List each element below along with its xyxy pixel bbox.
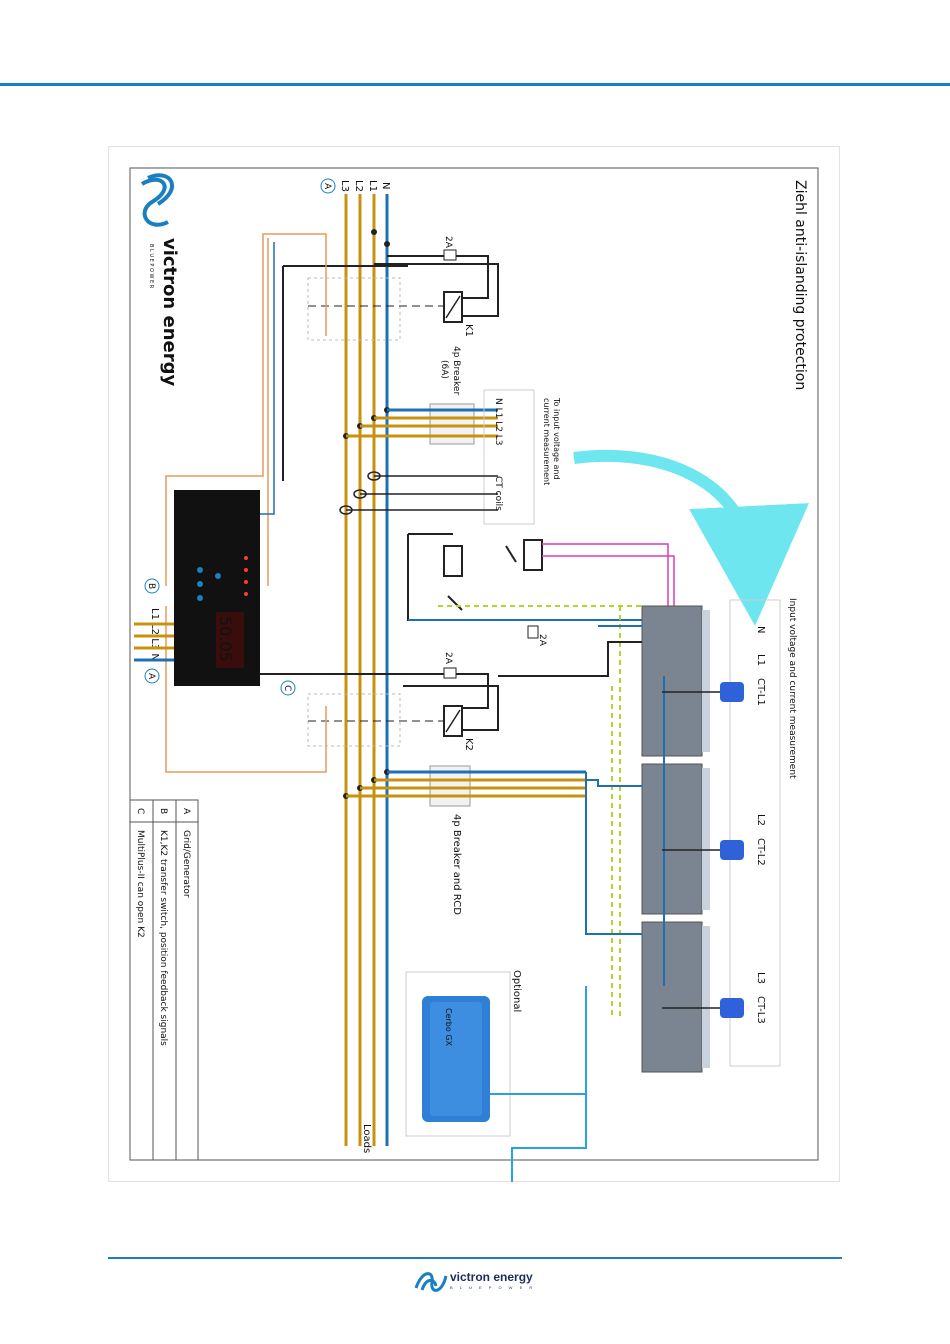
feedback-signals <box>165 233 327 773</box>
optional-label: Optional <box>511 970 522 1012</box>
fuse-k1 <box>443 249 457 261</box>
marker-b-label: B <box>146 583 156 589</box>
ct-l2: CT-L2 <box>755 838 766 866</box>
figure-frame <box>108 146 840 1182</box>
marker-b <box>144 578 160 594</box>
measurement-note-2: current measurement <box>542 398 551 485</box>
multiplus-wiring <box>498 625 665 1182</box>
meas-l1: L1 <box>755 654 766 666</box>
meas-n: N <box>755 626 766 633</box>
legend-text-a: Grid/Generator <box>181 830 191 898</box>
terminal-lines: N L1 L2 L3 <box>493 398 503 446</box>
junctions <box>343 229 390 799</box>
marker-c <box>280 680 296 696</box>
input-measurement-label: Input voltage and current measurement <box>787 598 797 779</box>
multiplus-units <box>641 605 710 1073</box>
footer-logo: victron energy B L U E P O W E R <box>414 1268 544 1298</box>
multiplus-l1 <box>641 605 710 757</box>
ct-clamp-l2 <box>720 840 744 860</box>
control-switches <box>407 533 543 621</box>
relay-display: 50.05 <box>216 616 235 662</box>
drawing-border <box>129 167 819 1161</box>
measurement-note-1: To input voltage and <box>552 397 561 480</box>
legend-key-b: B <box>158 808 168 814</box>
breaker-6a-label-1: 4p Breaker <box>451 346 461 395</box>
k2-label: K2 <box>463 738 474 751</box>
legend-table <box>129 799 199 1161</box>
ct-clamps <box>720 682 744 1018</box>
fuse-k2-label: 2A <box>443 652 453 665</box>
ct-l3: CT-L3 <box>755 996 766 1024</box>
legend-key-c: C <box>135 808 145 814</box>
meas-l3: L3 <box>755 972 766 984</box>
legend-text-b: K1,K2 transfer switch, position feedback… <box>158 830 168 1046</box>
relay-input-wires <box>134 622 174 662</box>
ct-clamp-l3 <box>720 998 744 1018</box>
ziehl-relay: 50.05 UFR1001E <box>174 490 260 686</box>
diagram-title: Ziehl anti-islanding protection <box>792 180 808 390</box>
ct-l1: CT-L1 <box>755 678 766 706</box>
brand-name: victron energy <box>159 238 180 386</box>
brand-tagline: B L U E P O W E R <box>148 244 154 289</box>
ct-coils <box>339 471 498 515</box>
fuse-multiplus <box>527 625 539 639</box>
grid-line-l3: L3 <box>339 180 350 192</box>
measurement-terminal-box <box>483 389 535 525</box>
multiplus-l3 <box>641 921 710 1073</box>
grid-line-n: N <box>380 182 391 189</box>
multiplus-l2 <box>641 763 710 915</box>
fuse-multiplus-label: 2A <box>537 634 547 647</box>
ct-leads <box>662 691 720 1009</box>
victron-logo: victron energy B L U E P O W E R <box>140 173 180 386</box>
marker-a-relay-label: A <box>146 673 156 680</box>
breaker-6a-label-2: (6A) <box>439 360 449 379</box>
loads-label: Loads <box>361 1124 372 1153</box>
device-name: Cerbo GX <box>444 1008 453 1047</box>
breaker-rcd <box>346 765 586 807</box>
k1-label: K1 <box>463 324 474 337</box>
marker-a-top <box>320 178 336 194</box>
grid-line-l1: L1 <box>367 180 378 192</box>
fuse-k1-label: 2A <box>443 236 453 249</box>
k2-supply <box>258 673 499 731</box>
victron-mark-icon <box>414 1272 448 1292</box>
ct-clamp-l1 <box>720 682 744 702</box>
k1-switch-area <box>307 277 401 341</box>
breaker-rcd-label: 4p Breaker and RCD <box>451 814 462 915</box>
k1-supply <box>282 255 499 481</box>
wiring-diagram: Ziehl anti-islanding protection victron … <box>129 167 819 1182</box>
meas-l2: L2 <box>755 814 766 826</box>
fuse-k2 <box>443 667 457 679</box>
footer-rule <box>108 1257 842 1259</box>
legend-key-a: A <box>181 808 191 815</box>
footer-brand-tagline: B L U E P O W E R <box>450 1285 536 1290</box>
grid-line-l2: L2 <box>353 180 364 192</box>
cerbo-gx: Cerbo GX <box>422 996 490 1122</box>
breaker-6a <box>346 403 498 445</box>
marker-c-label: C <box>282 685 292 691</box>
relay-model: UFR1001E <box>224 498 233 539</box>
header-rule <box>0 83 950 86</box>
legend-text-c: MultiPlus-II can open K2 <box>135 830 145 938</box>
measurement-arrow <box>573 449 809 626</box>
main-bus <box>344 194 389 1146</box>
relay-lines-label: L1 L2 L3 N <box>149 608 160 661</box>
marker-a-relay <box>144 668 160 684</box>
input-measurement-box <box>729 599 781 1067</box>
footer-brand-name: victron energy <box>450 1270 533 1284</box>
ct-coils-label: CT coils <box>493 476 503 511</box>
marker-a-top-label: A <box>322 183 332 190</box>
optional-box <box>405 971 511 1137</box>
